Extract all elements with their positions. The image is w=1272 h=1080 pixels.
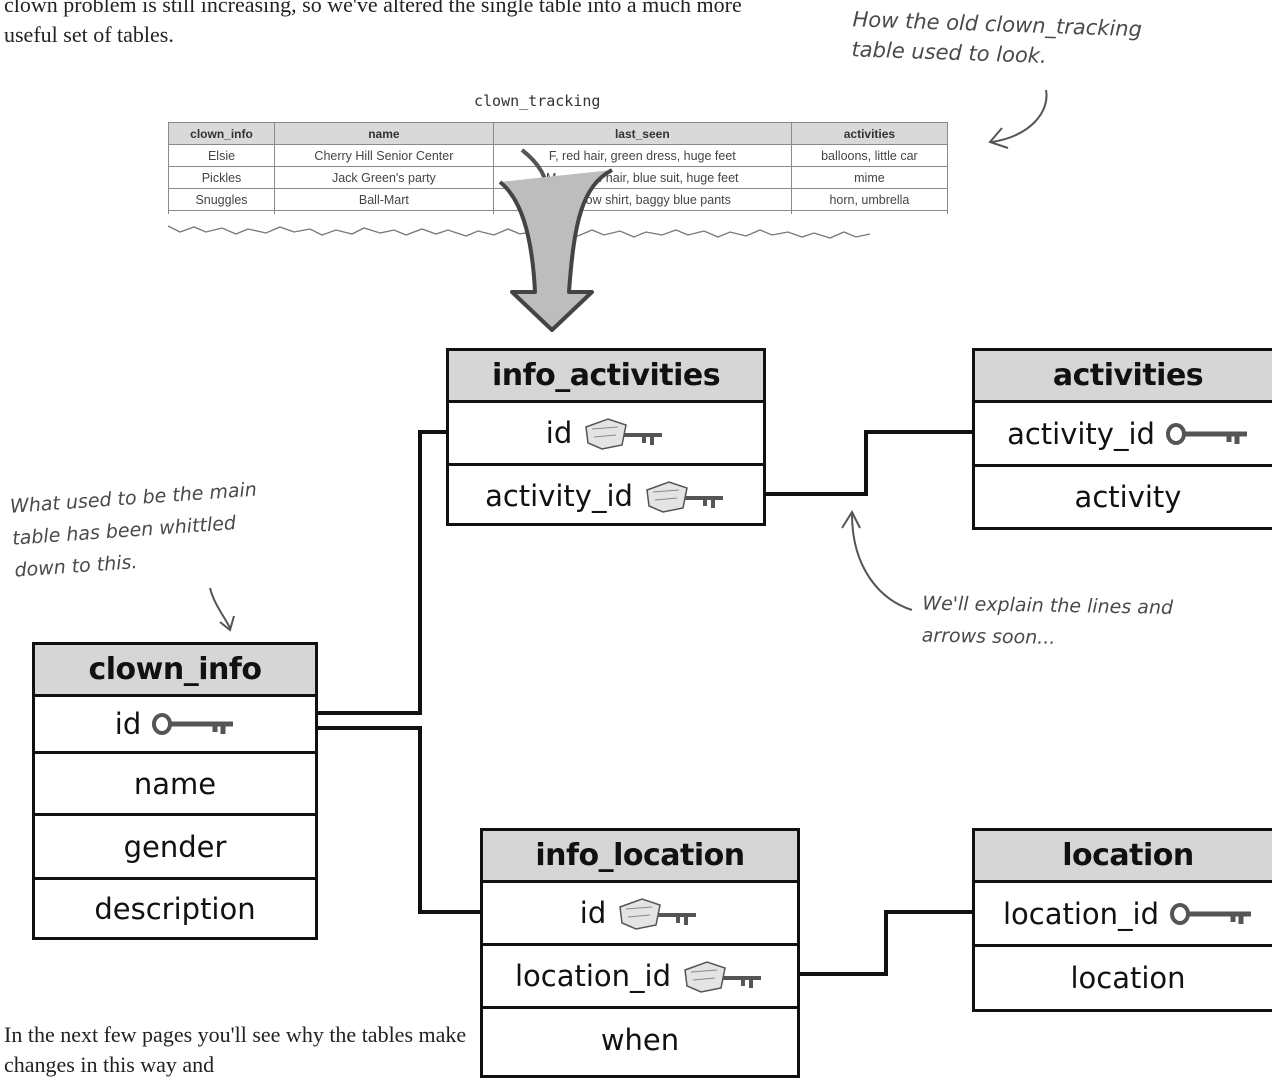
- annotation-arrow-main: [209, 587, 231, 629]
- table-info-activities: info_activities id activity_id: [446, 348, 766, 526]
- old-table-column-header: last_seen: [492, 122, 792, 145]
- field-name: id: [579, 896, 607, 930]
- table-field-row: id: [449, 403, 763, 466]
- table-field-row: activity_id: [975, 403, 1272, 467]
- old-table-row: Snuggles Ball-Mart F, yellow shirt, bagg…: [168, 188, 949, 211]
- table-info-location: info_location id location_id when: [480, 828, 800, 1078]
- table-field-row: location: [975, 947, 1272, 1009]
- map-key-icon: [585, 418, 663, 450]
- connector-location-to-info-location: [775, 910, 994, 979]
- table-name: clown_info: [35, 645, 315, 697]
- table-name: location: [975, 831, 1272, 883]
- torn-edge: [167, 225, 871, 239]
- annotation-arrowhead-old: [988, 127, 1009, 149]
- old-table-title: clown_tracking: [474, 92, 601, 110]
- connector-activities-to-info-activities: [737, 430, 994, 499]
- old-table-column-header: clown_info: [168, 122, 275, 145]
- field-name: id: [545, 416, 573, 450]
- field-name: location: [1070, 961, 1186, 995]
- key-icon: [152, 713, 234, 735]
- field-name: location_id: [1002, 896, 1160, 931]
- table-field-row: activity_id: [449, 466, 763, 526]
- table-location: location location_id location: [972, 828, 1272, 1012]
- old-table-cell: Pickles: [168, 166, 275, 189]
- connector-clown-to-info-location: [296, 726, 509, 917]
- old-table-row: Elsie Cherry Hill Senior Center F, red h…: [168, 144, 949, 167]
- table-activities: activities activity_id activity: [972, 348, 1272, 530]
- old-table-header-row: clown_info name last_seen activities: [168, 122, 949, 145]
- table-field-row: location_id: [975, 883, 1272, 947]
- map-key-icon: [619, 898, 697, 930]
- table-name: info_location: [483, 831, 797, 883]
- table-field-row: id: [483, 883, 797, 946]
- table-field-row: activity: [975, 467, 1272, 527]
- field-name: activity_id: [485, 479, 633, 513]
- key-icon: [1165, 422, 1247, 445]
- old-table-cell: Cherry Hill Senior Center: [274, 144, 494, 167]
- table-field-row: when: [483, 1009, 797, 1071]
- old-table-column-header: activities: [790, 122, 949, 145]
- big-down-arrow-icon: [498, 148, 613, 332]
- field-name: activity: [1074, 480, 1182, 514]
- field-name: description: [94, 891, 256, 926]
- key-icon: [1170, 902, 1252, 925]
- field-name: activity_id: [1007, 416, 1155, 451]
- old-table-cell: balloons, little car: [790, 144, 949, 167]
- field-name: name: [133, 766, 217, 801]
- old-table-cell: Snuggles: [168, 188, 275, 211]
- table-name: activities: [975, 351, 1272, 403]
- table-clown-info: clown_info id name gender description: [32, 642, 318, 940]
- annotation-arrow-old: [991, 89, 1048, 143]
- annotation-arrow-lines: [851, 513, 913, 611]
- intro-paragraph: clown problem is still increasing, so we…: [4, 0, 742, 47]
- old-table-cell: Elsie: [168, 144, 275, 167]
- annotation-arrowhead-lines: [841, 509, 861, 529]
- table-field-row: id: [35, 697, 315, 754]
- field-name: id: [114, 707, 142, 741]
- table-field-row: gender: [35, 816, 315, 880]
- field-name: when: [600, 1023, 680, 1057]
- table-field-row: name: [35, 754, 315, 816]
- table-field-row: description: [35, 880, 315, 937]
- map-key-icon: [684, 961, 762, 993]
- table-field-row: location_id: [483, 946, 797, 1009]
- field-name: gender: [123, 829, 227, 864]
- annotation-arrowhead-main: [219, 615, 235, 632]
- table-name: info_activities: [449, 351, 763, 403]
- old-table-cell: Ball-Mart: [274, 188, 494, 211]
- map-key-icon: [646, 481, 723, 513]
- field-name: location_id: [514, 959, 672, 993]
